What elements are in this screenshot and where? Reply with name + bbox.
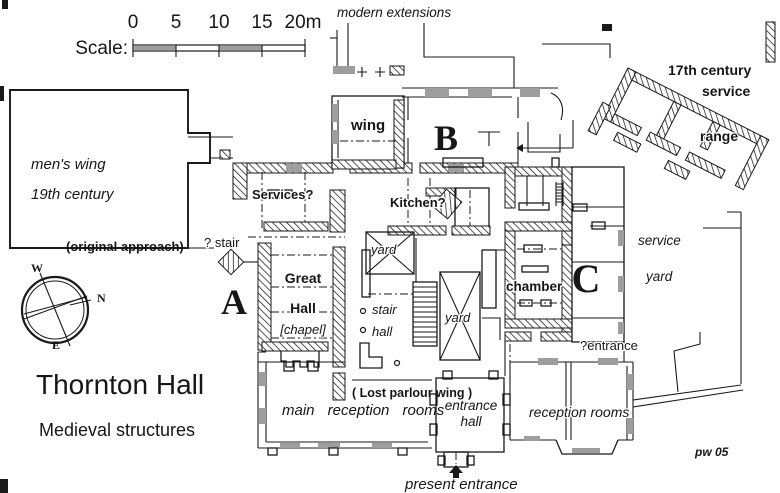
lost-parlour-label: ( Lost parlour wing ): [352, 386, 472, 400]
scale-tick-15: 15: [251, 12, 272, 33]
credit-label: pw 05: [694, 445, 729, 459]
great-hall-label-1: Great: [285, 270, 322, 286]
main-reception-label: main reception rooms: [282, 402, 445, 419]
yard-east-label: yard: [444, 310, 471, 325]
wing-label: wing: [350, 117, 385, 134]
kitchen-label: Kitchen?: [390, 195, 446, 210]
great-hall: Great Hall [chapel] A: [221, 242, 346, 401]
scale-label: Scale:: [75, 38, 128, 59]
entrance-query-label: ?entrance: [580, 338, 638, 353]
chapel-label: [chapel]: [279, 322, 326, 337]
scale-tick-5: 5: [171, 12, 182, 33]
scale-tick-10: 10: [208, 12, 229, 33]
courtyard-stair-hall: yard yard stair hall: [359, 231, 509, 369]
bottom-range: ( Lost parlour wing ) main reception roo…: [257, 351, 634, 493]
connector-rooms: [516, 92, 574, 153]
great-hall-label-2: Hall: [290, 300, 316, 316]
stair-hall-label: hall: [372, 324, 393, 339]
east-strip-and-service-yard: service yard ?entrance: [571, 166, 681, 362]
original-approach-label: (original approach): [66, 239, 184, 254]
chamber-block: chamber C: [504, 157, 601, 376]
mens-wing-label-1: men's wing: [31, 156, 106, 173]
compass-east-label: E: [52, 338, 60, 352]
mens-wing-label-2: 19th century: [31, 186, 115, 203]
letter-a: A: [221, 282, 247, 322]
compass-rose: W N E: [20, 261, 106, 352]
modern-extensions-label: modern extensions: [337, 5, 451, 20]
reception-rooms-label: reception rooms: [529, 404, 629, 420]
stair-query-label: ? stair: [204, 235, 240, 250]
compass-north-label: N: [97, 291, 106, 305]
seventeenth-century-label-1: 17th century: [668, 62, 751, 78]
entrance-hall-label-1: entrance: [445, 398, 498, 413]
approach-and-stair-porch: ? stair: [188, 136, 258, 276]
entrance-hall-label-2: hall: [460, 414, 482, 429]
seventeenth-century-label-3: range: [700, 128, 738, 144]
grounds-boundary: pw 05: [632, 211, 744, 459]
compass-west-label: W: [31, 261, 43, 275]
services-label: Services?: [252, 187, 313, 202]
seventeenth-century-label-2: service: [702, 83, 750, 99]
scale-bar: Scale: 0 5 10 15 20m: [75, 12, 321, 59]
present-entrance-label: present entrance: [404, 476, 518, 493]
page-subtitle: Medieval structures: [39, 420, 195, 440]
letter-b: B: [434, 118, 458, 158]
modern-extensions-annotation: modern extensions: [330, 5, 515, 88]
scale-tick-0: 0: [128, 12, 139, 33]
service-yard-label-2: yard: [645, 269, 673, 284]
service-yard-label-1: service: [638, 233, 681, 248]
page-title: Thornton Hall: [36, 369, 204, 400]
north-east-boundary: [542, 21, 776, 63]
stair-label: stair: [372, 302, 397, 317]
seventeenth-century-service-range: 17th century service range: [587, 62, 770, 191]
scan-artifacts: [0, 0, 612, 493]
letter-c: C: [572, 256, 601, 301]
title-block: Thornton Hall Medieval structures: [36, 369, 204, 440]
yard-north-label: yard: [370, 242, 397, 257]
north-range: wing B Services? Kitchen?: [232, 65, 558, 238]
mens-wing: men's wing 19th century (original approa…: [9, 89, 211, 254]
scale-tick-20m: 20m: [285, 12, 322, 33]
chamber-label: chamber: [506, 279, 563, 294]
